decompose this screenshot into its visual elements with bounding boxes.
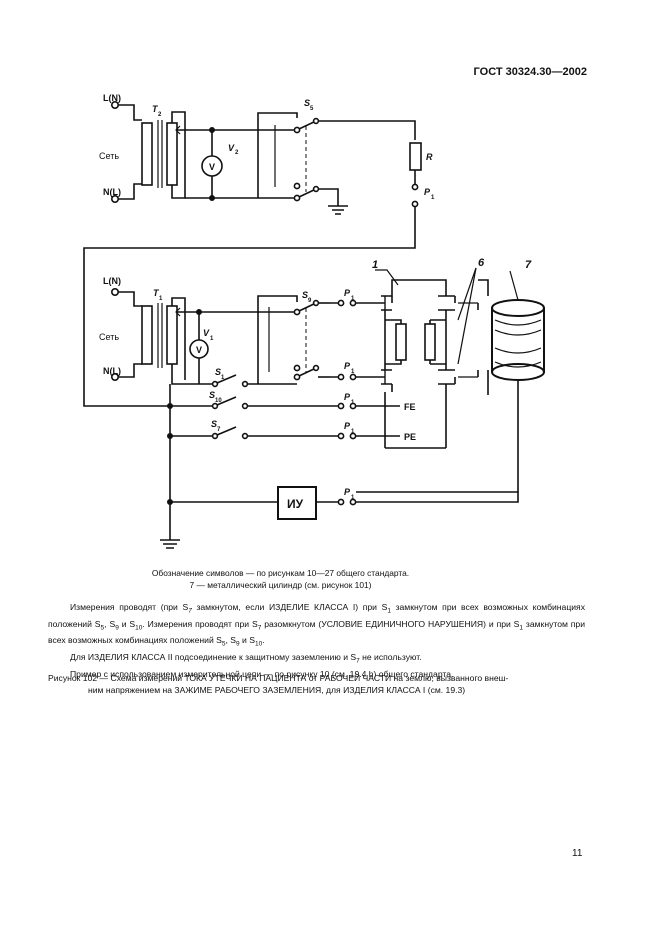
svg-text:N(L): N(L) [103, 366, 121, 376]
svg-text:1: 1 [431, 195, 435, 201]
svg-text:N(L): N(L) [103, 187, 121, 197]
svg-text:FE: FE [404, 402, 416, 412]
svg-text:1: 1 [210, 336, 214, 342]
svg-text:P: P [344, 487, 351, 497]
svg-text:1: 1 [351, 369, 355, 375]
svg-text:S: S [304, 98, 310, 108]
caption-line-2: 7 — металлический цилиндр (см. рисунок 1… [189, 580, 372, 590]
svg-text:1: 1 [351, 400, 355, 406]
svg-text:L(N): L(N) [103, 276, 121, 286]
svg-text:1: 1 [372, 259, 378, 271]
svg-text:6: 6 [478, 257, 485, 269]
svg-text:9: 9 [308, 298, 312, 304]
svg-text:1: 1 [351, 495, 355, 501]
svg-text:V: V [203, 328, 210, 338]
svg-text:T: T [153, 288, 160, 298]
svg-text:P: P [344, 421, 351, 431]
svg-text:7: 7 [217, 427, 221, 433]
svg-text:V: V [196, 345, 202, 355]
svg-text:S: S [215, 367, 221, 377]
svg-text:PE: PE [404, 432, 416, 442]
svg-text:1: 1 [159, 296, 163, 302]
svg-text:2: 2 [158, 112, 162, 118]
standard-header: ГОСТ 30324.30—2002 [473, 66, 587, 78]
upper-circuit [83, 101, 422, 407]
svg-text:P: P [344, 392, 351, 402]
svg-text:10: 10 [215, 398, 222, 404]
page-number: 11 [572, 848, 583, 859]
svg-text:R: R [426, 152, 433, 162]
svg-text:ИУ: ИУ [287, 497, 304, 511]
svg-text:T: T [152, 104, 159, 114]
svg-text:S: S [211, 419, 217, 429]
measurement-text: Измерения проводят (при S7 замкнутом, ес… [48, 602, 586, 679]
svg-text:5: 5 [310, 106, 314, 112]
svg-text:V: V [209, 162, 215, 172]
svg-text:Сеть: Сеть [99, 332, 119, 342]
svg-text:1: 1 [351, 296, 355, 302]
svg-text:Сеть: Сеть [99, 151, 119, 161]
svg-text:7: 7 [525, 259, 532, 271]
svg-text:S: S [209, 390, 215, 400]
caption-line-1: Обозначение символов — по рисункам 10—27… [151, 568, 410, 578]
svg-text:S: S [302, 290, 308, 300]
svg-text:2: 2 [235, 150, 239, 156]
svg-text:1: 1 [351, 429, 355, 435]
circuit-diagram: L(N) N(L) Сеть T 2 V V 2 S 5 R P 1 L(N) … [83, 93, 545, 549]
svg-text:V: V [228, 143, 235, 153]
figure-caption: Рисунок 102 — Схема измерений ТОКА УТЕЧК… [48, 673, 509, 695]
svg-text:1: 1 [221, 375, 225, 381]
svg-text:P: P [344, 361, 351, 371]
svg-text:P: P [424, 187, 431, 197]
lower-circuit [111, 267, 545, 549]
svg-text:L(N): L(N) [103, 93, 121, 103]
diagram-labels: L(N) N(L) Сеть T 2 V V 2 S 5 R P 1 L(N) … [99, 93, 532, 511]
svg-text:P: P [344, 288, 351, 298]
